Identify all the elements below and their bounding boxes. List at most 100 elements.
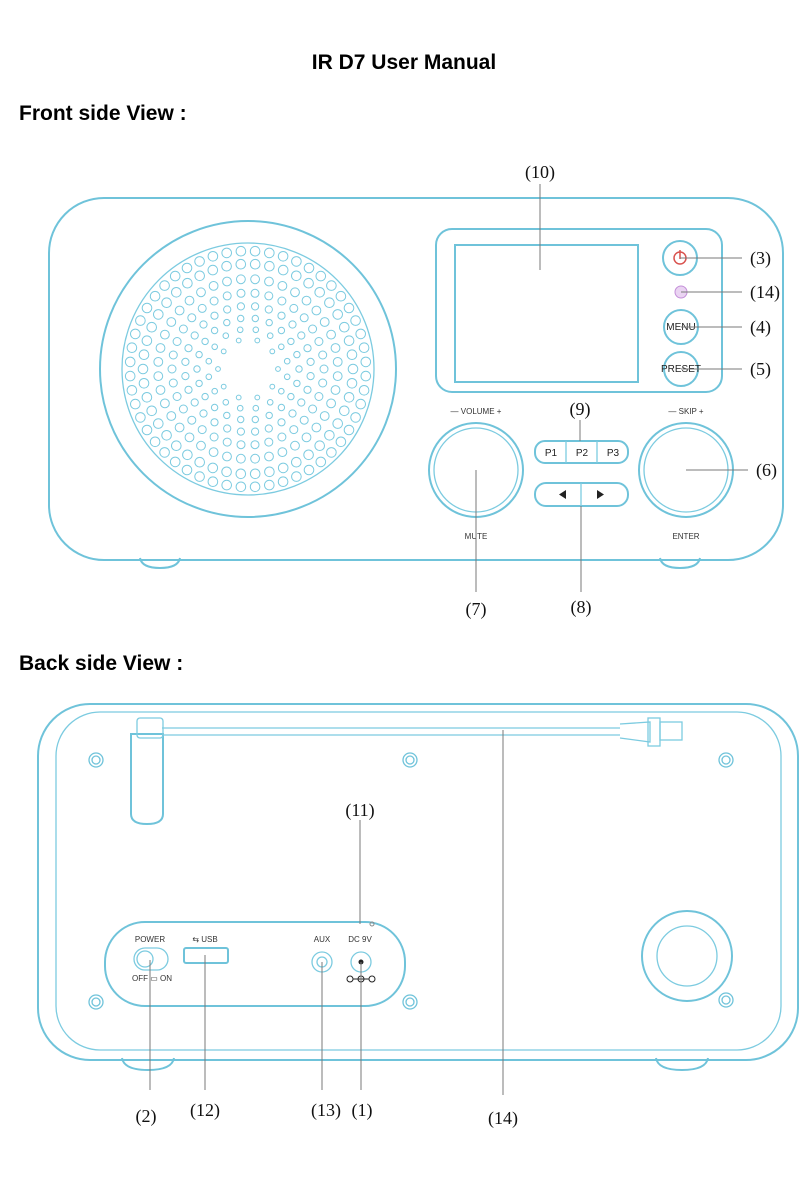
grille-hole [222,399,230,406]
grille-hole [287,392,295,401]
grille-hole [326,398,337,409]
grille-hole [194,471,205,482]
grille-hole [161,297,172,308]
back-view-diagram: POWER OFF ▭ ON ⇆ USB AUX DC 9V (11) (2) … [37,703,799,1129]
usb-port[interactable] [183,947,229,964]
grille-hole [264,437,274,447]
grille-hole [146,405,157,417]
grille-hole [174,422,185,433]
grille-hole [303,385,312,394]
off-on-label: OFF ▭ ON [132,974,172,983]
left-arrow-icon [559,490,566,499]
grille-hole [254,337,261,344]
power-switch[interactable] [133,947,169,971]
grille-hole [355,398,367,410]
nav-buttons[interactable] [534,482,629,507]
grille-hole [153,357,164,367]
p1-button[interactable]: P1 [545,448,558,459]
grille-hole [314,392,324,401]
grille-hole [277,403,286,412]
grille-hole [303,262,315,274]
grille-hole [184,385,193,394]
grille-hole [155,343,166,353]
grille-hole [265,411,273,420]
grille-hole [169,456,181,468]
callout-3: (3) [750,248,771,269]
grille-hole [166,317,177,327]
grille-hole [277,251,289,262]
grille-hole [220,348,227,355]
screw-icon [88,994,104,1010]
grille-hole [332,309,344,320]
grille-hole [249,258,261,270]
grille-hole [236,440,246,450]
back-foot-right [655,1057,709,1072]
grille-hole [235,337,242,344]
grille-hole [264,260,275,272]
grille-hole [303,449,314,461]
grille-hole [141,335,153,346]
grille-hole [205,357,213,365]
grille-hole [277,462,289,474]
speaker-grille [99,220,397,518]
grille-hole [149,436,161,448]
grille-hole [332,357,343,367]
grille-hole [350,315,361,326]
grille-hole [265,318,273,327]
document-title: IR D7 User Manual [311,51,497,74]
p2-button[interactable]: P2 [576,448,589,459]
front-foot-left [139,557,181,570]
grille-hole [181,372,190,381]
grille-hole [269,348,276,355]
front-view-heading: Front side View : [19,102,187,125]
grille-hole [319,411,330,421]
grille-hole [211,343,218,351]
grille-hole [252,404,260,412]
grille-hole [223,411,231,420]
grille-hole [201,392,209,401]
grille-hole [277,281,288,291]
back-foot-left [121,1057,175,1072]
grille-hole [339,405,350,417]
grille-hole [172,392,182,401]
grille-hole [182,277,193,289]
grille-hole [315,456,327,468]
grille-hole [235,468,247,480]
grille-hole [264,305,273,314]
grille-hole [172,337,182,346]
grille-hole [301,295,312,306]
grille-hole [210,403,219,412]
screen-panel [435,228,723,393]
grille-hole [299,313,309,323]
grille-hole [266,399,274,406]
grille-hole [236,326,244,334]
grille-hole [235,481,247,493]
grille-hole [335,290,347,302]
grille-hole [277,311,286,320]
grille-hole [319,317,330,327]
callout-13: (13) [311,1100,341,1121]
grille-hole [266,332,274,339]
grille-hole [249,481,261,493]
grille-hole [190,331,199,340]
callout-5: (5) [750,359,771,380]
grille-hole [343,424,355,436]
grille-hole [306,372,315,381]
screw-icon [721,755,731,765]
grille-hole [215,366,221,372]
p3-button[interactable]: P3 [607,448,620,459]
port-panel [104,921,406,1007]
dc-label: DC 9V [348,935,372,944]
grille-hole [126,385,138,396]
back-view-heading: Back side View : [19,652,184,675]
screw-icon [91,997,101,1007]
grille-hole [138,349,150,360]
grille-hole [222,291,232,301]
grille-hole [277,326,286,335]
grille-hole [318,378,328,388]
grille-hole [315,270,327,282]
screw-icon [402,994,418,1010]
grille-hole [236,453,246,464]
grille-hole [190,398,199,407]
grille-hole [252,326,260,334]
